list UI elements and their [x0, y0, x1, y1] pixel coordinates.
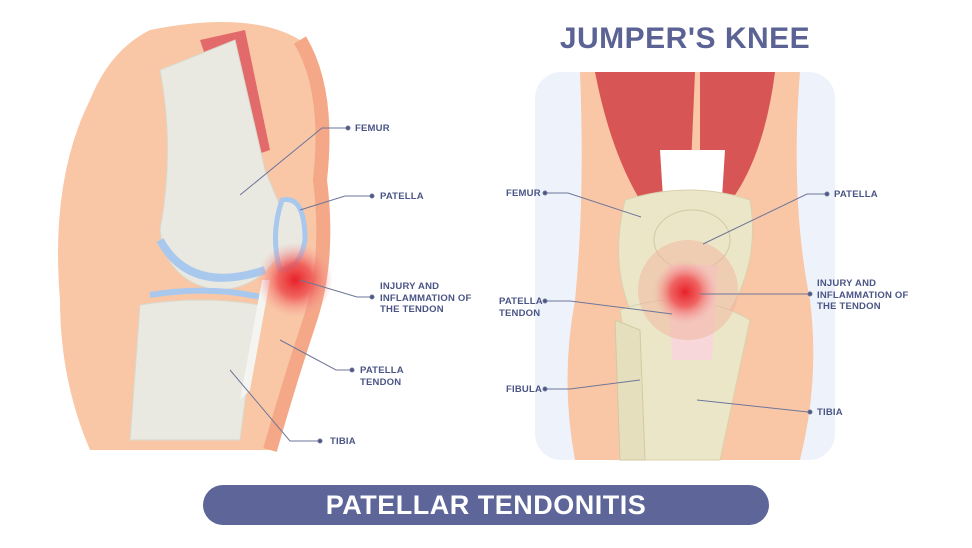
- fibula-front: [614, 319, 646, 461]
- label-injury-front: INJURY AND INFLAMMATION OF THE TENDON: [817, 278, 909, 312]
- label-femur-front: FEMUR: [506, 188, 541, 199]
- label-patella-tendon-front: PATELLA TENDON: [499, 296, 543, 319]
- label-tibia-front: TIBIA: [817, 407, 843, 418]
- inflammation-side: [257, 242, 333, 318]
- label-patella-front: PATELLA: [834, 189, 878, 200]
- patella-tendon-side: [240, 280, 270, 400]
- label-patella-side: PATELLA: [380, 191, 424, 202]
- label-injury-side: INJURY AND INFLAMMATION OF THE TENDON: [380, 281, 472, 315]
- label-patella-tendon-side: PATELLA TENDON: [360, 365, 404, 388]
- diagram-title: JUMPER'S KNEE: [559, 22, 811, 55]
- tibia-side: [129, 299, 261, 441]
- label-tibia-side: TIBIA: [330, 436, 356, 447]
- label-fibula-front: FIBULA: [506, 384, 543, 395]
- inflammation-front: [653, 260, 717, 324]
- front-view-knee: [535, 72, 835, 461]
- condition-banner: PATELLAR TENDONITIS: [203, 485, 769, 525]
- leader-lines: [229, 125, 830, 444]
- label-femur-side: FEMUR: [355, 123, 390, 134]
- side-view-knee: [58, 22, 333, 452]
